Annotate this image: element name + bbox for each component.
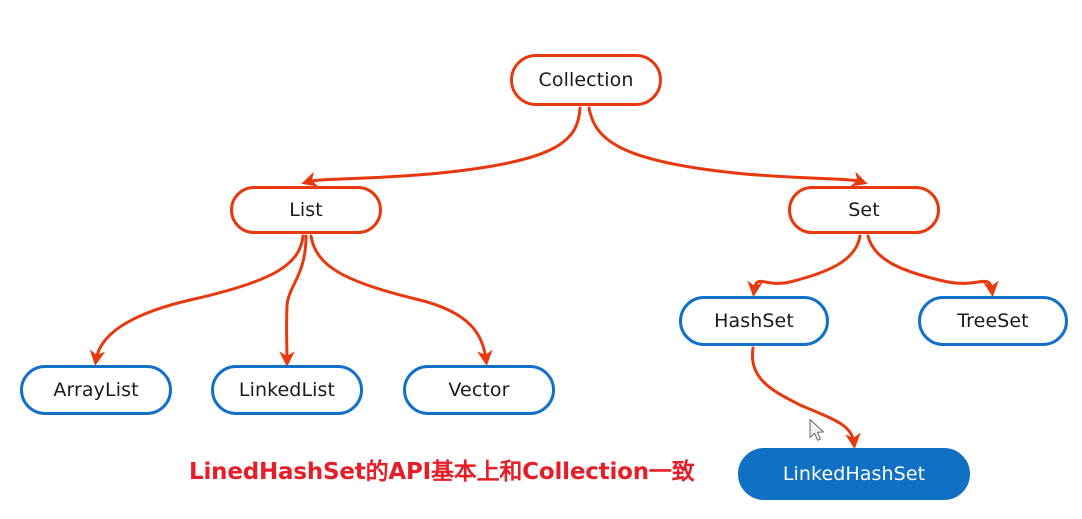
node-label-list: List xyxy=(289,198,323,221)
node-label-hashset: HashSet xyxy=(714,309,794,332)
edge-set-to-treeset xyxy=(866,234,999,297)
node-vector[interactable]: Vector xyxy=(403,365,555,415)
edge-list-to-arraylist xyxy=(89,234,305,366)
node-linkedlist[interactable]: LinkedList xyxy=(211,365,363,415)
node-label-linkedlist: LinkedList xyxy=(238,378,336,401)
node-linkedhashset[interactable]: LinkedHashSet xyxy=(738,448,970,500)
node-label-set: Set xyxy=(848,198,880,221)
node-collection[interactable]: Collection xyxy=(510,54,662,106)
edge-list-to-linkedlist xyxy=(279,234,308,367)
node-label-arraylist: ArrayList xyxy=(53,378,139,401)
node-hashset[interactable]: HashSet xyxy=(679,296,829,346)
node-arraylist[interactable]: ArrayList xyxy=(20,365,172,415)
node-label-treeset: TreeSet xyxy=(957,309,1029,332)
annotation-text: LinedHashSet的API基本上和Collection一致 xyxy=(189,459,695,485)
node-label-collection: Collection xyxy=(538,68,634,91)
node-set[interactable]: Set xyxy=(788,186,940,234)
edge-collection-to-set xyxy=(587,106,868,187)
edge-hashset-to-linkedhashset xyxy=(750,346,861,449)
edge-paths xyxy=(89,106,999,449)
edge-collection-to-list xyxy=(301,106,582,187)
node-label-linkedhashset: LinkedHashSet xyxy=(782,462,926,485)
edge-set-to-hashset xyxy=(747,234,862,297)
node-label-vector: Vector xyxy=(448,378,510,401)
edge-list-to-vector xyxy=(309,234,493,366)
node-list[interactable]: List xyxy=(230,186,382,234)
node-treeset[interactable]: TreeSet xyxy=(918,296,1068,346)
